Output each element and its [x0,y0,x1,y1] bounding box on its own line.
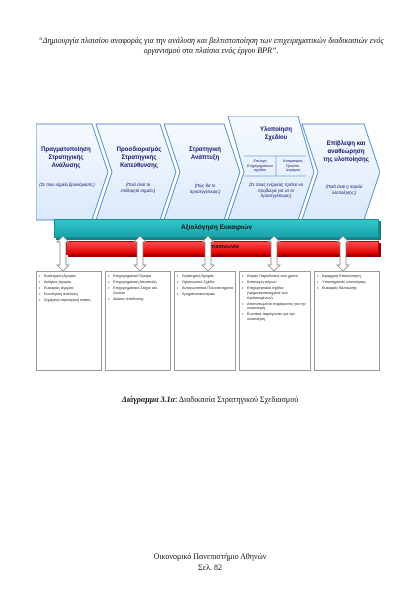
arrow-1 [56,236,70,272]
list-item: Κατανομή πόρων [242,280,308,285]
chevron-4-divider [244,155,306,177]
figure-caption-text: : Διαδικασία Στρατηγικού Σχεδιασμού [175,395,299,404]
opportunity-assessment-band: Αξιολόγηση Ευκαιριών [54,219,379,238]
chevron-5-title: Επίβλεψη και αναθεώρηση της υλοποίησης [323,141,369,163]
chevron-4-title: Υλοποίηση Σχεδίου [260,127,292,141]
chevron-2-title: Προσδιορισμός Στρατηγικής Κατεύθυνσης [116,147,162,169]
list-item: Επιχειρηματική Αποστολή [108,280,168,285]
chevron-4-question: (Σε ποιες ενέργειες πρέπει να προβούμε γ… [248,182,304,198]
list-item: Ευκαιρίες Βελτίωσης [317,286,377,291]
opportunity-assessment-label: Αξιολόγηση Ευκαιριών [181,224,252,231]
chevron-3-question: (Πώς θα το προσεγγίσουμε;) [189,183,221,194]
communication-label: Επικοινωνία [206,244,239,250]
list-item: Ανάγκες Αγοράς [39,280,99,285]
chevron-4-sub-left: Επιλογή Επιχειρηματικού σχεδίου [247,159,273,173]
chevron-1-question: (Σε ποιο σημείο βρισκόμαστε;) [39,182,95,187]
list-item: Υποστηρικτές υλοποίησης [317,280,377,285]
list-item: Χρηματοοικονομικά [177,292,233,297]
list-item: Στρατηγική Αγοράς [177,274,233,279]
arrow-2 [133,236,147,272]
detail-box-3: Στρατηγική Αγοράς Οργανωτικό Σχέδιο Αντα… [174,271,236,371]
arrow-3 [201,236,215,272]
chevron-1-title: Πραγματοποίηση Στρατηγικής Ανάλυσης [41,147,91,169]
list-item: Επιχειρηματικό Όραμα [108,274,168,279]
chevron-3-title: Στρατηγική Ανάπτυξη [189,147,221,161]
list-item: Ευνοϊκοί παράγοντες για την υλοποίηση [242,312,308,322]
header-line-1: “Δημιουργία πλαισίου αναφοράς για την αν… [38,36,384,45]
chevron-2-question: (Ποιό είναι το επιθυμητό σημείο;) [120,182,156,193]
communication-band: Επικοινωνία [66,241,379,255]
list-item: Ιεραρχική Επισκόπηση [317,274,377,279]
chevron-4-sub-right: Καταρτισμός Προϋπο- λογισμού [283,159,303,173]
list-item: Επιχειρησιακά σχέδια (τμηματικοποιημένα … [242,286,308,300]
list-item: Ευκαιρίες Αγοράς [39,286,99,291]
list-item: Αποτυπωμένοι παράγοντες για την υλοποίησ… [242,302,308,312]
process-chevrons: Πραγματοποίηση Στρατηγικής Ανάλυσης (Σε … [36,116,380,228]
chevron-5-question: (Ποιά είναι η πορεία υλοποίησης;) [325,184,363,195]
running-header: “Δημιουργία πλαισίου αναφοράς για την αν… [36,36,386,56]
list-item: Δείκτες Απόδοσης [108,297,168,302]
figure-caption: Διάγραμμα 3.1α: Διαδικασία Στρατηγικού Σ… [0,395,420,404]
footer-page-number: Σελ. 82 [198,563,222,572]
detail-box-2: Επιχειρηματικό Όραμα Επιχειρηματική Αποσ… [105,271,171,371]
chevron-shapes [36,116,380,221]
list-item: Κύριες Παραδόσεις ανά χρόνο [242,274,308,279]
list-item: Ανταγωνιστικά Πλεονεκτήματα [177,286,233,291]
detail-box-5: Ιεραρχική Επισκόπηση Υποστηρικτές υλοποί… [314,271,380,371]
footer-university: Οικονομικό Πανεπιστήμιο Αθηνών [153,552,267,561]
list-item: Κατάτμηση Αγοράς [39,274,99,279]
header-line-2: οργανισμού στα πλαίσια ενός έργου BPR”. [143,46,279,55]
chevron-1 [36,123,109,221]
list-item: Οργανωτικό Σχέδιο [177,280,233,285]
detail-box-4: Κύριες Παραδόσεις ανά χρόνο Κατανομή πόρ… [239,271,311,371]
arrow-4 [267,236,281,272]
connector-arrows [56,236,350,272]
list-item: Εσωτερική ανάλυση [39,292,99,297]
arrow-5 [336,236,350,272]
list-item: Επιχειρηματικοί Στόχοι και Σκοποί [108,286,168,296]
list-item: Σημερινή στρατηγική στάση [39,298,99,303]
detail-box-1: Κατάτμηση Αγοράς Ανάγκες Αγοράς Ευκαιρίε… [36,271,102,371]
figure-caption-label: Διάγραμμα 3.1α [121,395,176,404]
